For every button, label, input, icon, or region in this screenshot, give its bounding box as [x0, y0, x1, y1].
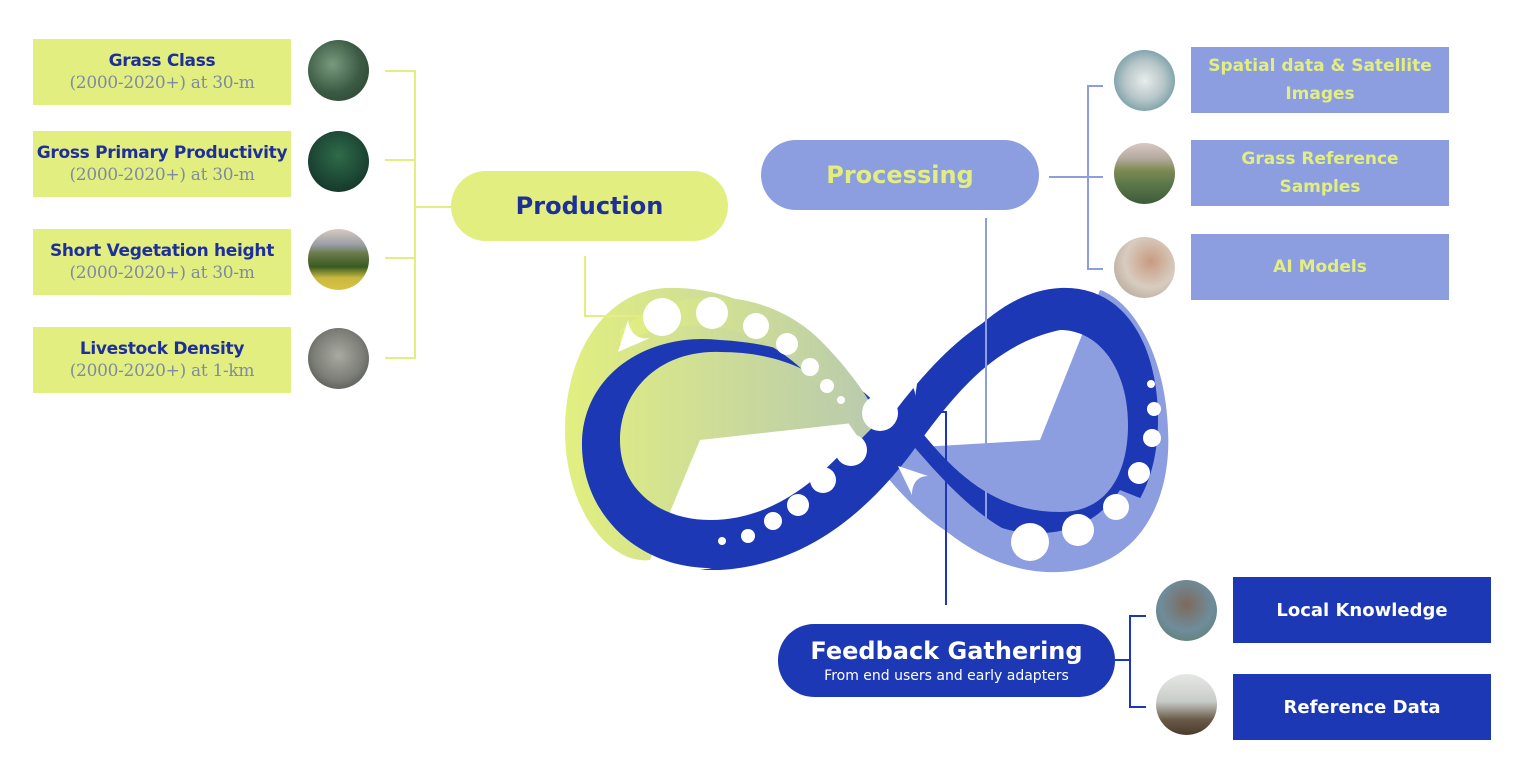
- item-title: Grass Reference Samples: [1241, 149, 1399, 197]
- item-title: Reference Data: [1283, 696, 1441, 718]
- item-subtitle: (2000-2020+) at 30-m: [69, 165, 255, 185]
- item-title: Grass Class: [108, 51, 216, 71]
- item-subtitle: (2000-2020+) at 30-m: [69, 73, 255, 93]
- feedback-dots: [1011, 380, 1161, 561]
- arrow-icon: [618, 320, 650, 352]
- item-title: Gross Primary Productivity: [36, 143, 288, 163]
- item-title: Livestock Density: [79, 339, 245, 359]
- laptop-typing-photo: [1114, 237, 1175, 298]
- wetland-aerial-photo: [308, 40, 369, 101]
- processing-item-spatial-data: Spatial data & Satellite Images: [1191, 47, 1449, 113]
- production-stage-pill: Production: [451, 171, 728, 241]
- item-title: Short Vegetation height: [49, 241, 275, 261]
- feedback-sublabel: From end users and early adapters: [824, 667, 1069, 684]
- production-dots: [643, 297, 845, 404]
- production-item-livestock-density: Livestock Density (2000-2020+) at 1-km: [33, 327, 291, 393]
- feedback-connectors: [898, 411, 1146, 708]
- item-title: Local Knowledge: [1276, 599, 1448, 621]
- item-subtitle: (2000-2020+) at 30-m: [69, 263, 255, 283]
- satellite-cloud-photo: [1114, 50, 1175, 111]
- production-connectors: [385, 70, 643, 359]
- green-leaves-photo: [308, 131, 369, 192]
- processing-item-grass-reference: Grass Reference Samples: [1191, 140, 1449, 206]
- production-item-vegetation-height: Short Vegetation height (2000-2020+) at …: [33, 229, 291, 295]
- item-subtitle: (2000-2020+) at 1-km: [69, 361, 255, 381]
- cattle-photo: [308, 328, 369, 389]
- processing-stage-pill: Processing: [761, 140, 1039, 210]
- farmer-woman-photo: [1156, 580, 1217, 641]
- feedback-label: Feedback Gathering: [810, 636, 1083, 665]
- greenhouse-worker-photo: [1156, 674, 1217, 735]
- arrow-icon: [898, 466, 928, 495]
- item-title: Spatial data & Satellite Images: [1208, 56, 1432, 104]
- pasture-with-cows-photo: [1114, 143, 1175, 204]
- processing-dots: [718, 395, 898, 545]
- processing-label: Processing: [826, 161, 974, 189]
- production-item-gpp: Gross Primary Productivity (2000-2020+) …: [33, 131, 291, 197]
- feedback-item-reference-data: Reference Data: [1233, 674, 1491, 740]
- item-title: AI Models: [1273, 257, 1367, 277]
- arrow-icon: [900, 365, 920, 397]
- processing-item-ai-models: AI Models: [1191, 234, 1449, 300]
- production-label: Production: [515, 192, 664, 220]
- savanna-landscape-photo: [308, 229, 369, 290]
- processing-crossing: [700, 295, 1060, 570]
- production-item-grass-class: Grass Class (2000-2020+) at 30-m: [33, 39, 291, 105]
- processing-connectors: [985, 85, 1103, 543]
- feedback-stage-pill: Feedback Gathering From end users and ea…: [778, 624, 1115, 697]
- feedback-item-local-knowledge: Local Knowledge: [1233, 577, 1491, 643]
